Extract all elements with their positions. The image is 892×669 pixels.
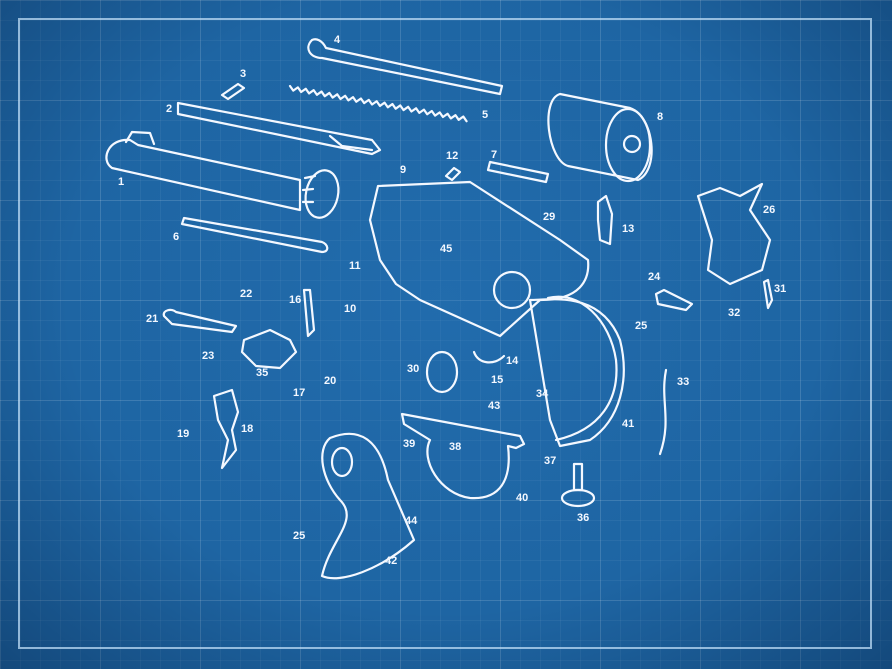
- part-label: 25: [635, 320, 648, 332]
- part-label: 21: [146, 313, 159, 325]
- part-36: [560, 462, 596, 508]
- part-ejector-rod: [307, 38, 504, 96]
- part-label: 33: [677, 376, 690, 388]
- part-14: [472, 350, 506, 364]
- part-label: 18: [241, 423, 254, 435]
- part-label: 13: [622, 223, 635, 235]
- part-label: 38: [449, 441, 462, 453]
- part-label: 1: [118, 176, 125, 188]
- part-label: 26: [763, 204, 776, 216]
- part-ejector-housing: [176, 101, 382, 156]
- part-pin-3: [220, 82, 246, 101]
- part-label: 4: [334, 34, 341, 46]
- part-label: 19: [177, 428, 190, 440]
- part-label: 10: [344, 303, 357, 315]
- part-label: 45: [440, 243, 453, 255]
- part-label: 31: [774, 283, 787, 295]
- part-label: 11: [349, 260, 361, 272]
- part-label: 25: [293, 530, 306, 542]
- part-label: 29: [543, 211, 556, 223]
- part-label: 37: [544, 455, 557, 467]
- part-label: 20: [324, 375, 337, 387]
- part-30: [425, 350, 459, 394]
- part-label: 36: [577, 512, 590, 524]
- part-cylinder: [547, 92, 653, 183]
- part-barrel: [105, 130, 340, 219]
- part-label: 15: [491, 374, 504, 386]
- part-16: [302, 288, 316, 338]
- part-grip-41: [546, 295, 618, 442]
- part-trigger: [212, 388, 240, 470]
- part-35: [240, 328, 298, 370]
- part-label: 39: [403, 438, 416, 450]
- part-label: 9: [400, 164, 407, 176]
- part-label: 16: [289, 294, 302, 306]
- part-24: [654, 288, 694, 312]
- part-label: 3: [240, 68, 247, 80]
- part-label: 23: [202, 350, 215, 362]
- part-frame: [368, 180, 625, 448]
- part-label: 7: [491, 149, 498, 161]
- part-base-pin: [180, 216, 329, 254]
- part-sideplate: [696, 182, 772, 286]
- part-pin-7: [486, 160, 550, 184]
- part-spring: [288, 84, 468, 123]
- part-label: 24: [648, 271, 661, 283]
- part-21: [162, 308, 238, 334]
- part-label: 6: [173, 231, 180, 243]
- blueprint-frame: [18, 18, 872, 649]
- part-label: 44: [405, 515, 418, 527]
- part-label: 14: [506, 355, 519, 367]
- part-label: 40: [516, 492, 529, 504]
- part-grip: [320, 432, 416, 580]
- part-label: 34: [536, 388, 549, 400]
- part-label: 42: [385, 555, 398, 567]
- part-label: 2: [166, 103, 173, 115]
- part-12: [444, 166, 462, 182]
- part-label: 41: [622, 418, 635, 430]
- part-label: 17: [293, 387, 306, 399]
- part-33: [658, 368, 668, 456]
- part-label: 43: [488, 400, 501, 412]
- part-label: 12: [446, 150, 459, 162]
- part-trigger-guard: [400, 412, 526, 500]
- part-label: 22: [240, 288, 253, 300]
- part-label: 32: [728, 307, 741, 319]
- part-31: [762, 278, 774, 310]
- part-label: 5: [482, 109, 489, 121]
- part-label: 30: [407, 363, 420, 375]
- part-label: 35: [256, 367, 269, 379]
- part-hand: [596, 194, 614, 246]
- part-label: 8: [657, 111, 664, 123]
- part-grip-hole: [330, 446, 354, 478]
